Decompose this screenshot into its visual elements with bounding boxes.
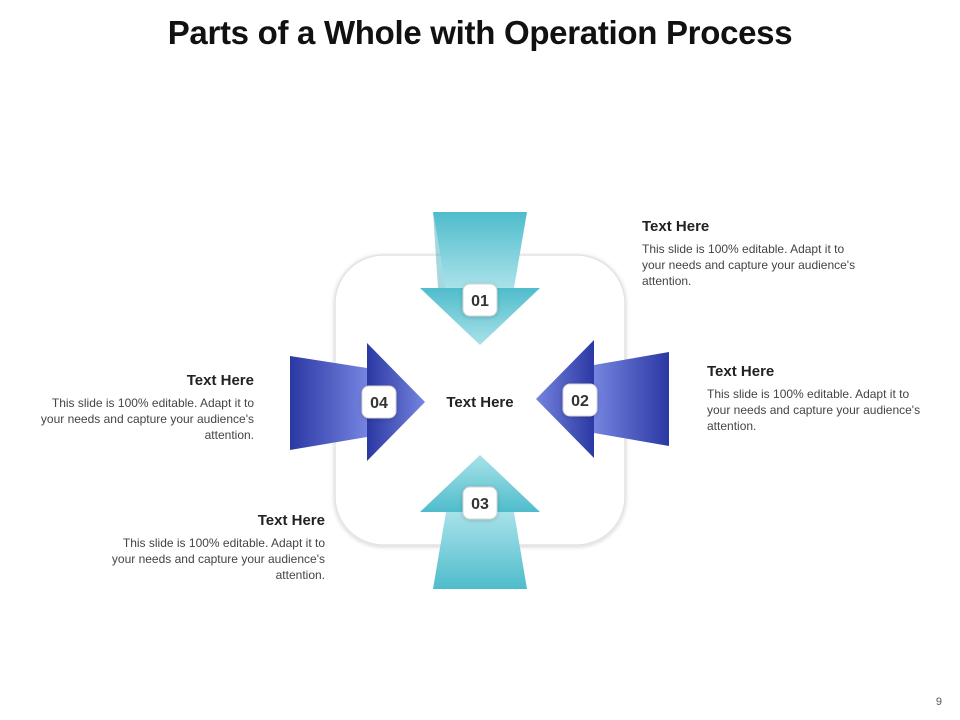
step-04-heading: Text Here [186,372,254,389]
step-03-body: This slide is 100% editable. Adapt it to… [111,536,325,582]
center-label: Text Here [446,394,513,411]
step-02-text: Text Here This slide is 100% editable. A… [707,363,922,434]
badge-01-number: 01 [471,293,489,310]
badge-03: 03 [462,486,498,520]
badge-04: 04 [361,385,397,419]
step-03-text: Text Here This slide is 100% editable. A… [110,512,325,583]
badge-03-number: 03 [471,496,489,513]
step-04-text: Text Here This slide is 100% editable. A… [39,372,254,443]
page-number: 9 [935,696,942,708]
badge-02: 02 [562,383,598,417]
badge-04-number: 04 [370,395,388,412]
step-04-body: This slide is 100% editable. Adapt it to… [40,396,254,442]
step-02-heading: Text Here [707,363,775,380]
step-01-heading: Text Here [642,218,710,235]
step-01-text: Text Here This slide is 100% editable. A… [642,218,857,289]
badge-01: 01 [462,283,498,317]
step-01-body: This slide is 100% editable. Adapt it to… [642,242,856,288]
badge-02-number: 02 [571,393,589,410]
arrow-03 [420,455,540,589]
step-03-heading: Text Here [257,512,325,529]
slide-title: Parts of a Whole with Operation Process [167,14,793,51]
step-02-body: This slide is 100% editable. Adapt it to… [707,387,921,433]
